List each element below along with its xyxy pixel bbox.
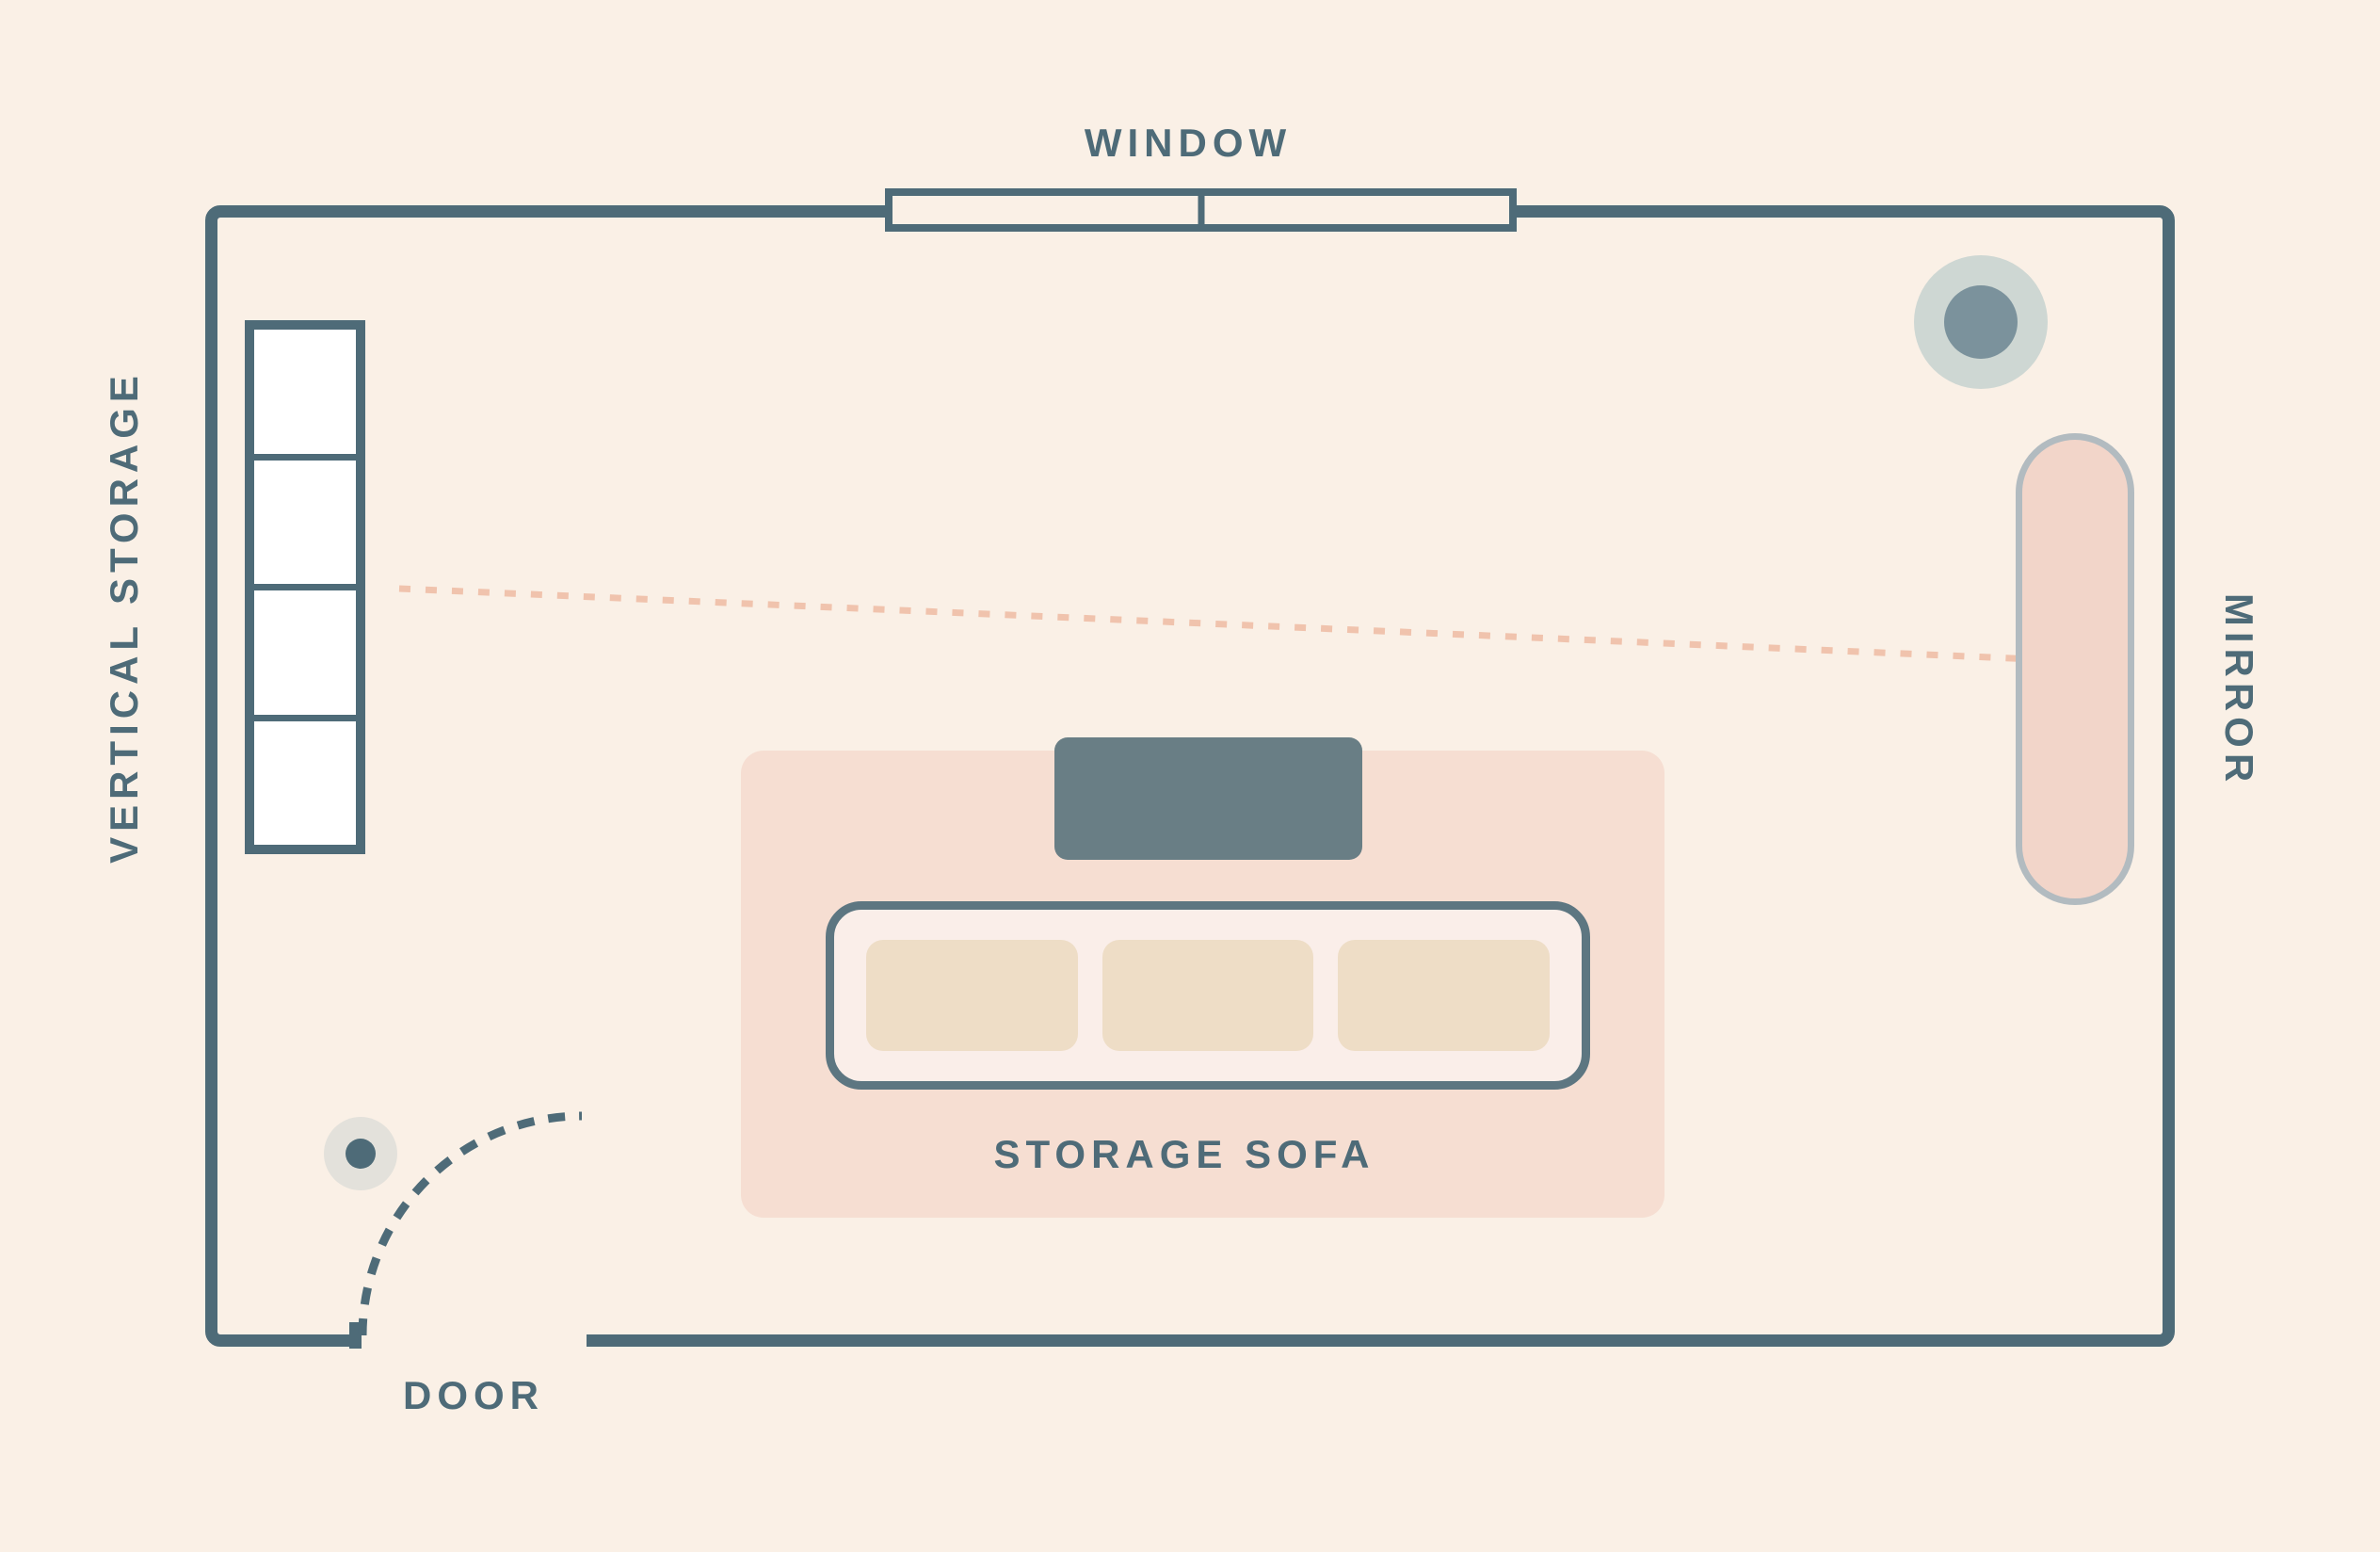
sofa-cushion <box>1338 940 1551 1051</box>
window-label: WINDOW <box>1084 121 1293 165</box>
storage-cell <box>254 460 356 584</box>
storage-sofa-label: STORAGE SOFA <box>993 1132 1375 1176</box>
mirror-marker <box>2016 433 2134 905</box>
window-marker <box>885 188 1517 232</box>
door-label: DOOR <box>403 1373 544 1417</box>
ceiling-light-icon <box>1914 255 2048 389</box>
coffee-table <box>1054 737 1362 860</box>
door-leaf-tick <box>349 1322 362 1349</box>
sofa-cushion <box>866 940 1078 1051</box>
storage-cell <box>254 330 356 454</box>
door-opening <box>361 1332 587 1350</box>
window-pane-divider <box>1198 196 1204 224</box>
room-outline <box>205 205 2175 1347</box>
ceiling-light-bulb <box>1944 285 2018 359</box>
door-knob-icon <box>324 1117 397 1190</box>
door-knob-dot <box>346 1139 376 1169</box>
storage-cell <box>254 590 356 715</box>
storage-cell <box>254 720 356 845</box>
sofa-cushion <box>1102 940 1314 1051</box>
storage-sofa <box>826 901 1590 1090</box>
vertical-storage-unit <box>245 320 365 854</box>
mirror-label: MIRROR <box>2217 592 2261 788</box>
vertical-storage-label: VERTICAL STORAGE <box>102 370 146 864</box>
